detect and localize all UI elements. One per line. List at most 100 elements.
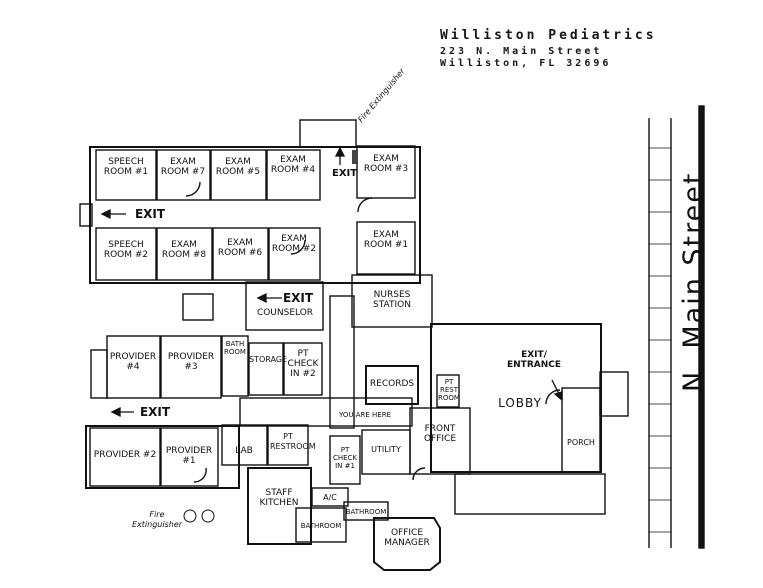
label-provider-2: PROVIDER #2 (93, 450, 157, 460)
street-label: N. Main Street (678, 171, 709, 392)
room-exam-8 (156, 227, 213, 281)
front-steps (599, 371, 629, 417)
street-edge (698, 105, 705, 549)
room-provider-3 (160, 335, 222, 399)
exit-label-upper: EXIT (134, 207, 166, 221)
room-pt-restroom-right (436, 374, 460, 408)
side-corridor (90, 349, 108, 399)
door-swing (357, 197, 373, 213)
label-exam-2: EXAM ROOM #2 (271, 234, 317, 254)
lower-corridor (239, 397, 413, 427)
room-pt-restroom (267, 424, 309, 466)
label-speech-1: SPEECH ROOM #1 (103, 157, 149, 177)
door-swing (290, 239, 306, 255)
label-exam-6: EXAM ROOM #6 (217, 238, 263, 258)
exit-label-corridor: EXIT (332, 168, 358, 179)
label-pt-checkin-1: PT CHECK IN #1 (332, 446, 358, 470)
upper-wing-outline (89, 146, 421, 284)
fire-extinguisher-icon (352, 150, 358, 164)
label-exam-3: EXAM ROOM #3 (363, 154, 409, 174)
label-pt-restroom-right: PT REST ROOM (438, 378, 460, 402)
label-front-office: FRONT OFFICE (423, 424, 457, 444)
label-counselor: COUNSELOR (256, 308, 314, 318)
clinic-name: Williston Pediatrics (440, 28, 657, 43)
label-pt-restroom: PT RESTROOM (270, 432, 316, 451)
label-exam-5: EXAM ROOM #5 (215, 157, 261, 177)
you-are-here-label: YOU ARE HERE (338, 411, 392, 419)
lower-wing-outline (85, 425, 240, 489)
room-exam-4 (266, 149, 321, 201)
room-staff-kitchen (247, 467, 312, 545)
fire-extinguisher-icon (183, 509, 197, 523)
label-exam-7: EXAM ROOM #7 (160, 157, 206, 177)
label-exam-4: EXAM ROOM #4 (270, 155, 316, 175)
exit-label-counselor: EXIT (282, 291, 314, 305)
room-bathroom-lower2 (343, 501, 389, 521)
room-records (365, 365, 419, 405)
label-lobby: LOBBY (498, 396, 542, 410)
label-provider-1: PROVIDER #1 (165, 446, 213, 466)
main-corridor (329, 295, 355, 429)
label-lab: LAB (235, 446, 253, 456)
room-speech-1 (95, 149, 157, 201)
exit-label-lower: EXIT (139, 405, 171, 419)
arrow-head (110, 406, 121, 418)
label-exam-1: EXAM ROOM #1 (363, 230, 409, 250)
front-walk (454, 473, 606, 515)
room-exam-5 (210, 149, 267, 201)
label-porch: PORCH (567, 438, 595, 447)
arrow-head (553, 391, 563, 402)
room-provider-1 (160, 427, 219, 487)
arrow-head (256, 292, 267, 304)
label-provider-4: PROVIDER #4 (109, 352, 157, 372)
room-speech-2 (95, 227, 157, 281)
room-counselor (245, 281, 324, 331)
label-exam-8: EXAM ROOM #8 (161, 240, 207, 260)
fire-extinguisher-label-bottom: Fire Extinguisher (131, 510, 183, 529)
label-records: RECORDS (369, 379, 415, 389)
room-bathroom-upper (221, 335, 249, 397)
room-exam-6 (212, 227, 269, 281)
arrow-head (100, 208, 111, 220)
rear-stoop (299, 119, 357, 148)
door-swing (545, 389, 561, 405)
room-exam-3 (356, 145, 416, 199)
room-office-manager (373, 517, 441, 571)
address-street: 223 N. Main Street (440, 46, 603, 57)
label-pt-checkin-2: PT CHECK IN #2 (287, 349, 319, 379)
exit-stair-upper (79, 203, 93, 227)
label-nurses-station: NURSES STATION (373, 290, 411, 310)
label-speech-2: SPEECH ROOM #2 (103, 240, 149, 260)
room-front-office (409, 407, 471, 475)
exit-label-entrance: EXIT/ ENTRANCE (507, 350, 561, 370)
label-provider-3: PROVIDER #3 (167, 352, 215, 372)
room-pt-checkin-2 (283, 342, 323, 396)
label-bathroom-lower1: BATHROOM (300, 522, 342, 530)
fire-extinguisher-icon (201, 509, 215, 523)
room-pt-checkin-1 (329, 435, 361, 485)
room-porch (561, 387, 601, 473)
label-bathroom-lower2: BATHROOM (345, 508, 387, 516)
label-utility: UTILITY (371, 445, 401, 454)
room-bathroom-lower1 (295, 507, 347, 543)
room-ac (311, 487, 349, 507)
door-swing (412, 467, 426, 481)
label-office-manager: OFFICE MANAGER (384, 528, 430, 548)
room-lobby (430, 323, 602, 473)
label-bathroom-upper: BATH ROOM (224, 340, 246, 356)
address-city: Williston, FL 32696 (440, 58, 612, 69)
sidewalk-joints (649, 147, 671, 533)
label-storage: STORAGE (249, 355, 288, 364)
rear-steps (182, 293, 214, 321)
room-provider-2 (89, 427, 161, 487)
door-swing (193, 467, 207, 483)
room-exam-1 (356, 221, 416, 275)
room-exam-7 (156, 149, 211, 201)
room-storage (248, 342, 284, 396)
room-exam-2 (268, 227, 321, 281)
door-swing (185, 181, 201, 197)
room-nurses-station (351, 274, 433, 328)
arrow-head (334, 146, 346, 157)
label-staff-kitchen: STAFF KITCHEN (259, 488, 299, 508)
